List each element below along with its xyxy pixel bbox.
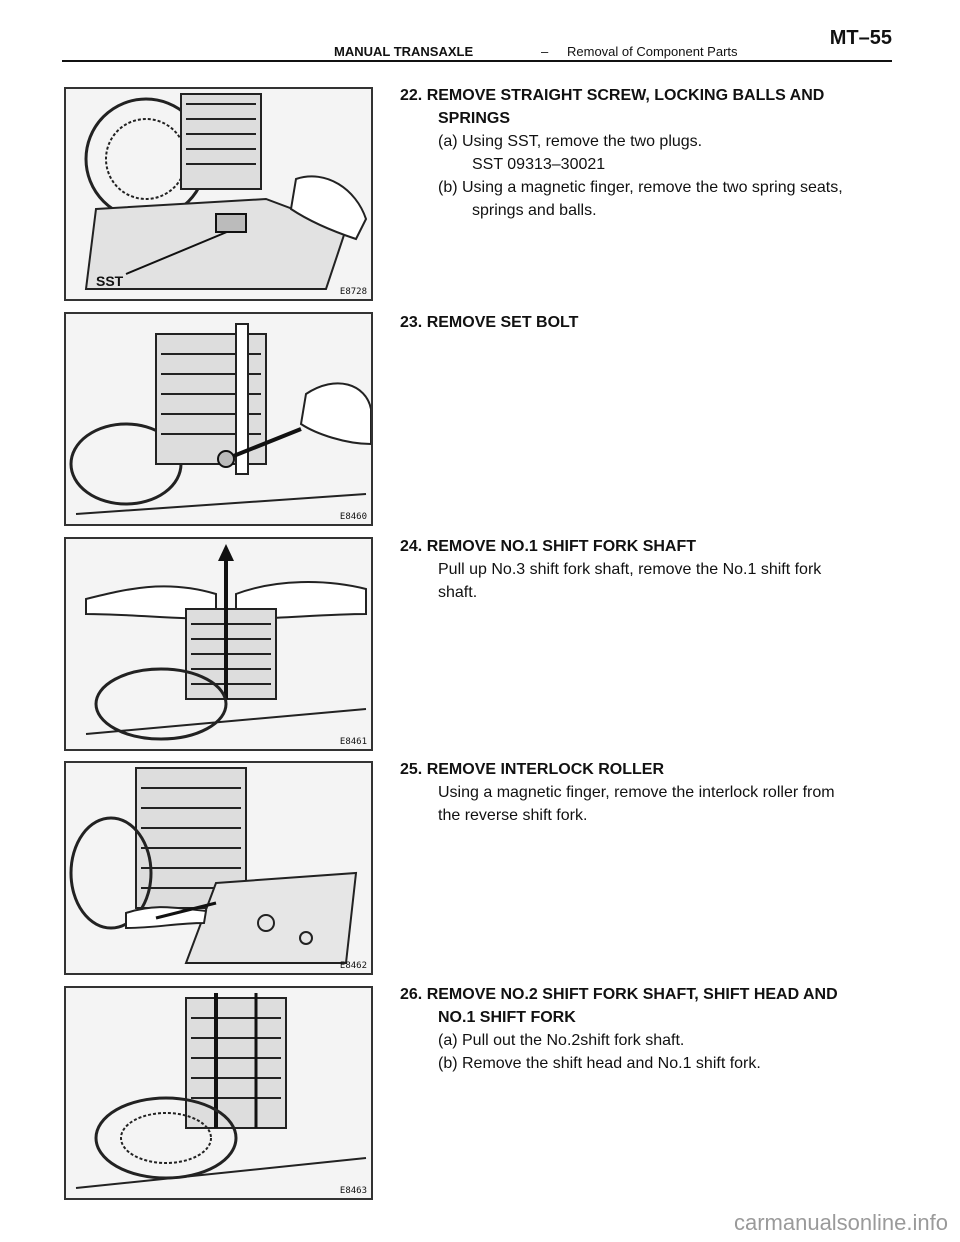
step-title: 25. REMOVE INTERLOCK ROLLER xyxy=(400,761,665,778)
sst-number: SST 09313–30021 xyxy=(472,156,606,173)
step-title: 23. REMOVE SET BOLT xyxy=(400,314,579,331)
step-line: shaft. xyxy=(438,584,478,601)
header-rule xyxy=(62,60,892,62)
step-line: the reverse shift fork. xyxy=(438,807,588,824)
figure-code: E8461 xyxy=(339,737,367,747)
section-title: MANUAL TRANSAXLE xyxy=(334,44,474,59)
watermark: carmanualsonline.info xyxy=(733,1210,948,1235)
step-line: (b) Using a magnetic finger, remove the … xyxy=(438,179,843,196)
figure-code: E8460 xyxy=(339,512,367,522)
figure-code: E8462 xyxy=(339,961,367,971)
step-line: Pull up No.3 shift fork shaft, remove th… xyxy=(438,561,822,578)
figure-step-26: E8463 xyxy=(64,986,373,1200)
step-line: Using a magnetic finger, remove the inte… xyxy=(438,784,835,801)
step-line: (a) Pull out the No.2shift fork shaft. xyxy=(438,1032,685,1049)
figure-code: E8728 xyxy=(339,287,367,297)
step-title: 22. REMOVE STRAIGHT SCREW, LOCKING BALLS… xyxy=(400,87,825,104)
step-title-cont: SPRINGS xyxy=(438,110,511,127)
figure-step-23: E8460 xyxy=(64,312,373,526)
page-number: MT–55 xyxy=(829,27,892,49)
sst-callout: SST xyxy=(96,273,124,289)
figure-step-24: E8461 xyxy=(64,537,373,751)
step-title: 24. REMOVE NO.1 SHIFT FORK SHAFT xyxy=(400,538,697,555)
step-line: (a) Using SST, remove the two plugs. xyxy=(438,133,703,150)
step-title-cont: NO.1 SHIFT FORK xyxy=(438,1009,576,1026)
step-line-cont: springs and balls. xyxy=(472,202,597,219)
step-23-text: 23. REMOVE SET BOLT xyxy=(400,311,890,334)
header-dash: – xyxy=(541,44,549,59)
step-title: 26. REMOVE NO.2 SHIFT FORK SHAFT, SHIFT … xyxy=(400,986,838,1003)
step-line: (b) Remove the shift head and No.1 shift… xyxy=(438,1055,761,1072)
figure-step-22: SST E8728 xyxy=(64,87,373,301)
step-25-text: 25. REMOVE INTERLOCK ROLLER Using a magn… xyxy=(400,758,890,827)
figure-code: E8463 xyxy=(339,1186,367,1196)
page-header: MANUAL TRANSAXLE – Removal of Component … xyxy=(62,22,892,62)
step-22-text: 22. REMOVE STRAIGHT SCREW, LOCKING BALLS… xyxy=(400,84,890,222)
figure-step-25: E8462 xyxy=(64,761,373,975)
step-26-text: 26. REMOVE NO.2 SHIFT FORK SHAFT, SHIFT … xyxy=(400,983,890,1075)
step-24-text: 24. REMOVE NO.1 SHIFT FORK SHAFT Pull up… xyxy=(400,535,890,604)
subsection-title: Removal of Component Parts xyxy=(567,44,738,59)
